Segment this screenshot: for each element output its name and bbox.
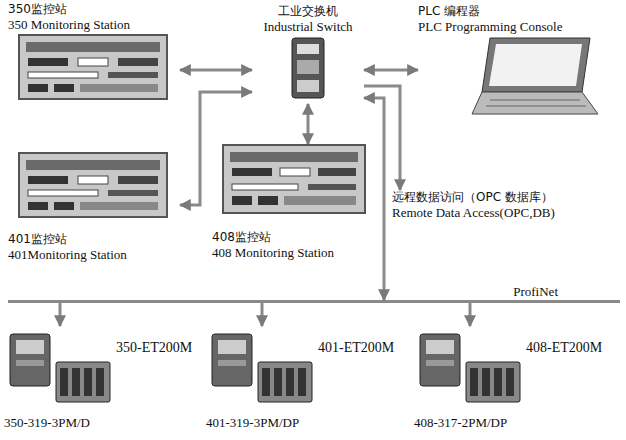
node-title: 408-ET200M (526, 340, 602, 355)
switch-node: 工业交换机Industrial Switch (252, 4, 364, 104)
station-node: 350监控站350 Monitoring Station (8, 2, 180, 106)
node-title: 408监控站 (212, 230, 376, 245)
et200m-node: 350-ET200M 350-319-3PM/D (4, 326, 200, 430)
node-title: 401-ET200M (318, 340, 394, 355)
remote-access-node: 远程数据访问（OPC 数据库）Remote Data Access(OPC,DB… (392, 190, 620, 226)
et200m-node: 408-ET200M 408-317-2PM/DP (414, 326, 620, 430)
node-title: 350监控站 (8, 2, 180, 17)
switch-icon (290, 36, 326, 100)
station-node: 401监控站401Monitoring Station (8, 150, 180, 262)
station-panel (18, 152, 168, 218)
node-title: 350-ET200M (116, 340, 192, 355)
node-title: 401监控站 (8, 232, 180, 247)
network-link (307, 104, 310, 144)
node-subtitle: Remote Data Access(OPC,DB) (392, 205, 620, 220)
node-subtitle: 350 Monitoring Station (8, 17, 180, 32)
node-subtitle: 401-319-3PM/DP (206, 415, 299, 430)
plc-rack (210, 332, 314, 406)
station-panel (18, 34, 168, 100)
network-link (364, 86, 400, 190)
laptop-icon (470, 36, 600, 118)
plc-rack (418, 332, 522, 406)
node-title: 工业交换机 (278, 4, 338, 19)
network-link (180, 69, 252, 72)
network-link (261, 303, 264, 326)
node-title: PLC 编程器 (418, 4, 620, 19)
network-link (59, 303, 62, 326)
station-node: 408监控站408 Monitoring Station (212, 144, 376, 260)
profinet-bus: ProfiNet (8, 300, 620, 303)
station-panel (222, 144, 366, 214)
node-subtitle: PLC Programming Console (418, 19, 620, 34)
et200m-node: 401-ET200M 401-319-3PM/DP (206, 326, 404, 430)
network-link (469, 303, 472, 326)
node-subtitle: Industrial Switch (263, 19, 352, 34)
node-title: 远程数据访问（OPC 数据库） (392, 190, 620, 205)
plc-rack (8, 332, 112, 406)
node-subtitle: 408-317-2PM/DP (414, 415, 507, 430)
node-title: ProfiNet (513, 284, 558, 299)
node-subtitle: 350-319-3PM/D (4, 415, 90, 430)
node-subtitle: 401Monitoring Station (8, 247, 180, 262)
network-link (364, 69, 418, 72)
network-link (364, 98, 384, 300)
node-subtitle: 408 Monitoring Station (212, 245, 376, 260)
console-node: PLC 编程器PLC Programming Console (418, 4, 620, 122)
